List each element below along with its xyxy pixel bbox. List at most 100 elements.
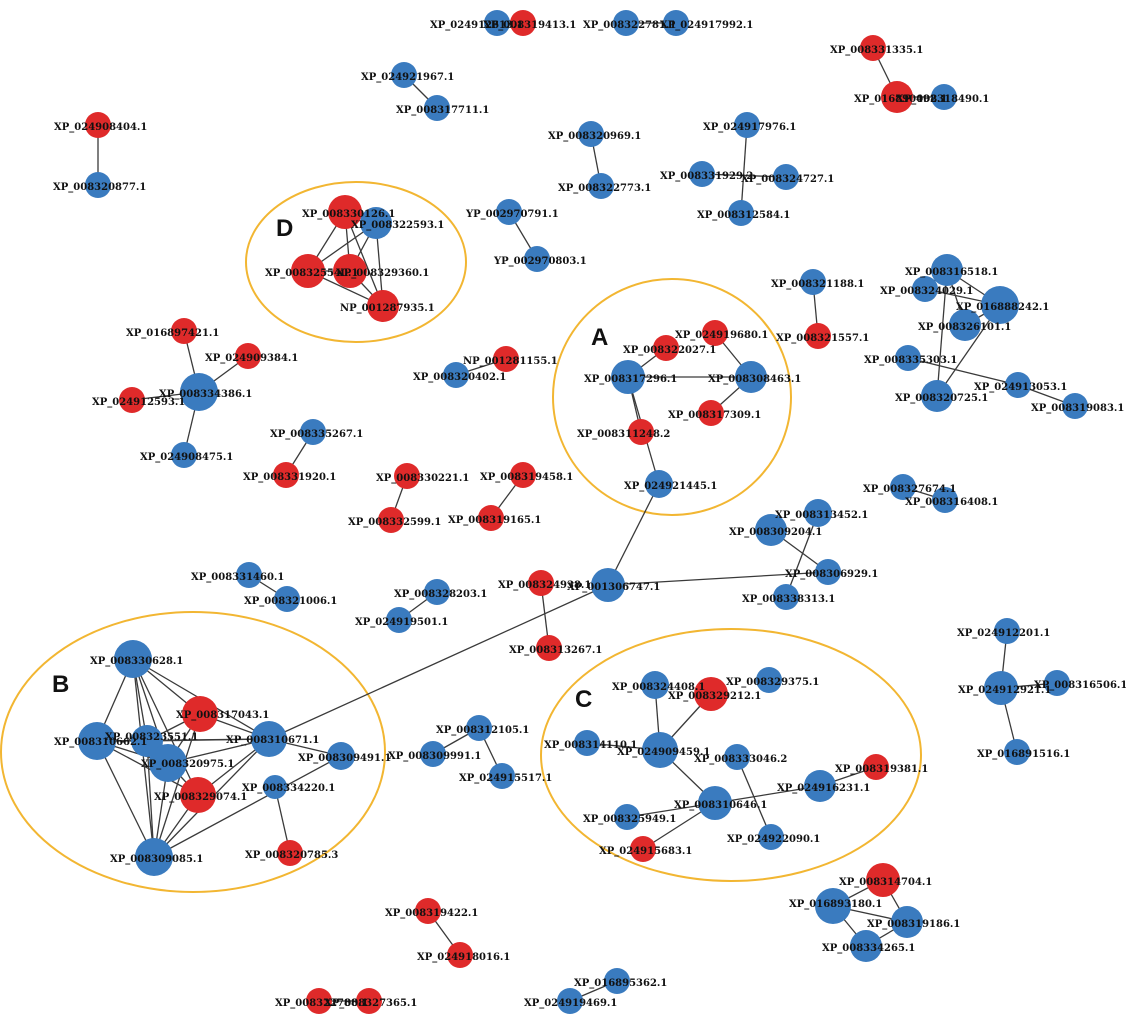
node-XP_008317711.1[interactable]: [424, 95, 450, 121]
node-XP_008320969.1[interactable]: [578, 121, 604, 147]
node-XP_008331920.1[interactable]: [273, 462, 299, 488]
node-XP_024912593.1[interactable]: [119, 387, 145, 413]
node-XP_008329375.1[interactable]: [756, 667, 782, 693]
node-XP_008324029.1[interactable]: [912, 276, 938, 302]
node-XP_024908475.1[interactable]: [171, 442, 197, 468]
node-XP_008335267.1[interactable]: [300, 419, 326, 445]
node-XP_024922090.1[interactable]: [758, 824, 784, 850]
node-XP_008335303.1[interactable]: [895, 345, 921, 371]
node-XP_016891516.1[interactable]: [1004, 739, 1030, 765]
node-XP_008319458.1[interactable]: [510, 462, 536, 488]
node-XP_008331335.1[interactable]: [860, 35, 886, 61]
node-XP_024917992.1[interactable]: [663, 10, 689, 36]
node-XP_008331460.1[interactable]: [236, 562, 262, 588]
node-XP_024921445.1[interactable]: [645, 470, 673, 498]
node-XP_008309085.1[interactable]: [135, 838, 173, 876]
node-NP_001287935.1[interactable]: [367, 290, 399, 322]
node-XP_008310671.1[interactable]: [251, 721, 287, 757]
node-XP_008324727.1[interactable]: [773, 164, 799, 190]
node-XP_008317309.1[interactable]: [698, 400, 724, 426]
node-XP_008325540.1[interactable]: [291, 254, 325, 288]
node-XP_008312105.1[interactable]: [466, 715, 492, 741]
node-XP_024909459.1[interactable]: [642, 732, 678, 768]
node-XP_024919680.1[interactable]: [702, 320, 728, 346]
node-XP_008320402.1[interactable]: [443, 362, 469, 388]
node-XP_008330221.1[interactable]: [394, 463, 420, 489]
node-XP_008319381.1[interactable]: [863, 754, 889, 780]
node-XP_008334265.1[interactable]: [850, 930, 882, 962]
node-XP_008338313.1[interactable]: [773, 584, 799, 610]
node-YP_002970803.1[interactable]: [524, 246, 550, 272]
node-XP_008324408.1[interactable]: [641, 671, 669, 699]
node-XP_008333046.2[interactable]: [724, 744, 750, 770]
node-XP_008321188.1[interactable]: [800, 269, 826, 295]
node-XP_008326101.1[interactable]: [949, 309, 981, 341]
node-XP_024916231.1[interactable]: [804, 770, 836, 802]
node-XP_008310662.1[interactable]: [78, 722, 116, 760]
node-XP_024909384.1[interactable]: [235, 343, 261, 369]
node-XP_024913053.1[interactable]: [1005, 372, 1031, 398]
node-XP_008313452.1[interactable]: [804, 499, 832, 527]
node-XP_008319186.1[interactable]: [891, 906, 923, 938]
node-XP_008334386.1[interactable]: [180, 373, 218, 411]
node-YP_002970791.1[interactable]: [496, 199, 522, 225]
node-XP_024919501.1[interactable]: [386, 607, 412, 633]
node-XP_008321557.1[interactable]: [805, 323, 831, 349]
node-XP_008323551.1[interactable]: [131, 725, 163, 757]
node-XP_016895362.1[interactable]: [604, 968, 630, 994]
node-XP_016888242.1[interactable]: [981, 286, 1019, 324]
node-XP_001306747.1[interactable]: [591, 568, 625, 602]
node-XP_008320725.1[interactable]: [921, 380, 953, 412]
node-XP_008314110.1[interactable]: [574, 730, 600, 756]
node-XP_008322788.1[interactable]: [306, 988, 332, 1014]
node-XP_008331929.2[interactable]: [689, 161, 715, 187]
node-XP_008322593.1[interactable]: [360, 207, 392, 239]
node-XP_008306929.1[interactable]: [815, 559, 841, 585]
node-XP_008309491.1[interactable]: [327, 742, 355, 770]
node-XP_008320975.1[interactable]: [149, 744, 187, 782]
node-XP_024915517.1[interactable]: [489, 763, 515, 789]
node-XP_008319165.1[interactable]: [478, 505, 504, 531]
node-XP_008322027.1[interactable]: [653, 335, 679, 361]
node-XP_024917976.1[interactable]: [734, 112, 760, 138]
node-XP_008324938.1[interactable]: [528, 570, 554, 596]
node-XP_008308463.1[interactable]: [735, 361, 767, 393]
node-XP_008320877.1[interactable]: [85, 172, 111, 198]
node-XP_008317043.1[interactable]: [182, 696, 218, 732]
node-XP_008319083.1[interactable]: [1062, 393, 1088, 419]
node-XP_008329074.1[interactable]: [180, 777, 216, 813]
node-XP_008321006.1[interactable]: [274, 586, 300, 612]
node-XP_024912613.1[interactable]: [484, 10, 510, 36]
node-XP_008318490.1[interactable]: [931, 84, 957, 110]
node-XP_024915683.1[interactable]: [630, 836, 656, 862]
node-XP_024912921.1[interactable]: [984, 671, 1018, 705]
node-XP_024919469.1[interactable]: [557, 988, 583, 1014]
node-XP_008316518.1[interactable]: [931, 254, 963, 286]
node-XP_008325949.1[interactable]: [614, 804, 640, 830]
node-XP_008313267.1[interactable]: [536, 635, 562, 661]
node-XP_008334220.1[interactable]: [263, 775, 287, 799]
node-XP_008317296.1[interactable]: [611, 360, 645, 394]
node-XP_008322773.1[interactable]: [588, 173, 614, 199]
node-XP_008316408.1[interactable]: [932, 487, 958, 513]
node-XP_008322781.1[interactable]: [613, 10, 639, 36]
node-XP_024921967.1[interactable]: [391, 62, 417, 88]
node-XP_008309204.1[interactable]: [755, 514, 787, 546]
node-XP_008316506.1[interactable]: [1044, 670, 1070, 696]
node-XP_008310646.1[interactable]: [698, 786, 732, 820]
node-XP_024912201.1[interactable]: [994, 618, 1020, 644]
node-XP_008329212.1[interactable]: [694, 677, 728, 711]
node-XP_008332599.1[interactable]: [378, 507, 404, 533]
node-XP_024908404.1[interactable]: [85, 112, 111, 138]
node-XP_008314704.1[interactable]: [866, 863, 900, 897]
node-XP_008311248.2[interactable]: [628, 419, 654, 445]
node-XP_008312584.1[interactable]: [728, 200, 754, 226]
node-XP_016893180.1[interactable]: [815, 888, 851, 924]
node-XP_008330628.1[interactable]: [114, 640, 152, 678]
node-XP_008329360.1[interactable]: [333, 254, 367, 288]
node-XP_008328203.1[interactable]: [424, 579, 450, 605]
node-XP_016897421.1[interactable]: [171, 318, 197, 344]
node-XP_008327674.1[interactable]: [890, 474, 916, 500]
node-NP_001281155.1[interactable]: [493, 346, 519, 372]
node-XP_008319413.1[interactable]: [510, 10, 536, 36]
